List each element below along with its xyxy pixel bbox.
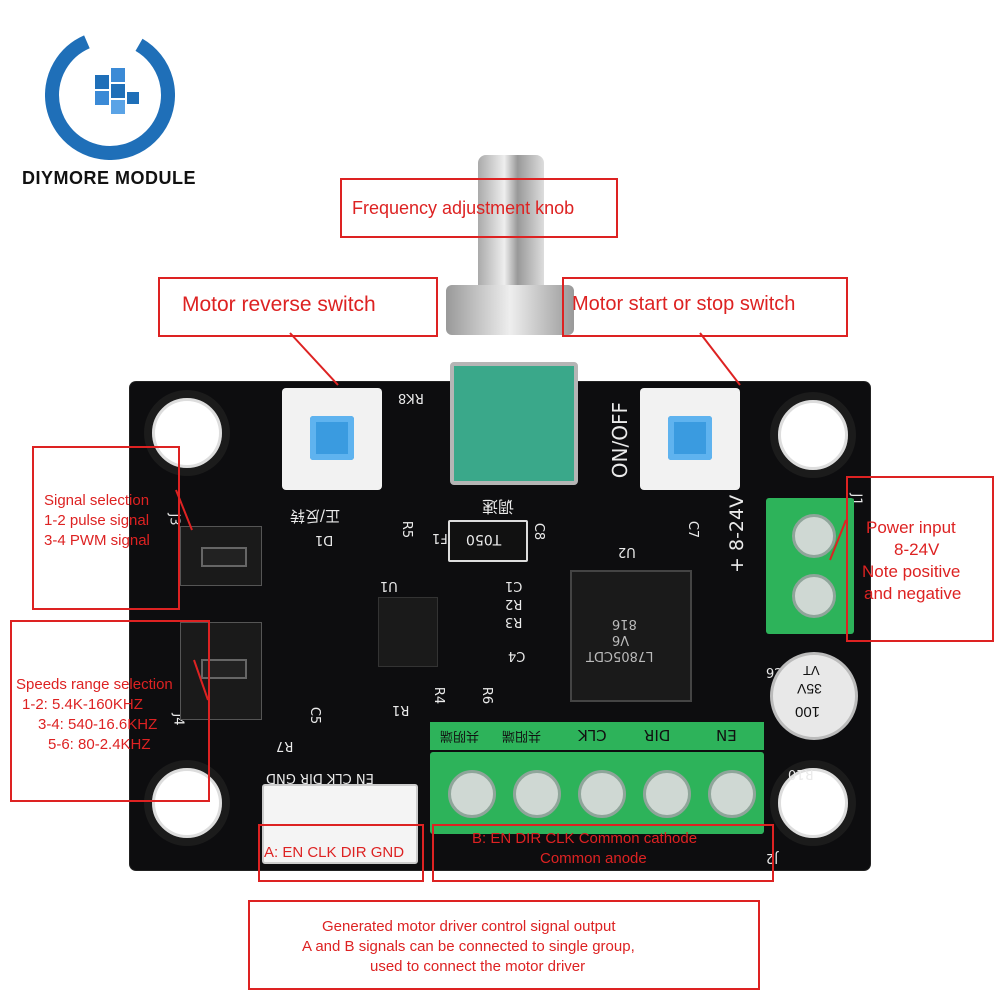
callout-power-input: Power input 8-24V Note positive and nega…: [846, 476, 994, 642]
callout-frequency-knob-text: Frequency adjustment knob: [352, 198, 575, 218]
callout-output-note: Generated motor driver control signal ou…: [248, 900, 760, 990]
reverse-switch-cap: [310, 416, 354, 460]
speed-range-opt1: 1-2: 5.4K-160KHZ: [22, 696, 143, 713]
voltage-regulator: L7805CDT V6 816: [570, 570, 692, 702]
signal-selection-opt2: 3-4 PWM signal: [44, 532, 150, 549]
terminal-label-strip: 共阴端 共阳端 CLK DIR EN: [430, 722, 764, 750]
output-note-line3: used to connect the motor driver: [370, 958, 586, 975]
output-note-line1: Generated motor driver control signal ou…: [322, 918, 616, 935]
electrolytic-capacitor: VT 35V 100: [770, 652, 858, 740]
power-input-line1: Power input: [866, 518, 956, 537]
mount-hole-tr: [770, 392, 856, 478]
jumper-j4-cap[interactable]: [201, 659, 247, 679]
callout-frequency-knob: Frequency adjustment knob: [340, 178, 618, 238]
fuse: T050: [448, 520, 528, 562]
connector-b-line2: Common anode: [540, 850, 647, 867]
start-stop-switch[interactable]: [640, 388, 740, 490]
jumper-j3: [180, 526, 262, 586]
jumper-j3-cap[interactable]: [201, 547, 247, 567]
output-terminal: [430, 752, 764, 834]
mount-hole-bl: [144, 760, 230, 846]
signal-selection-title: Signal selection: [44, 492, 150, 509]
power-input-line2: 8-24V: [894, 540, 940, 559]
callout-reverse-switch-text: Motor reverse switch: [182, 293, 376, 316]
brand-logo: [45, 30, 175, 160]
callout-start-stop-switch: Motor start or stop switch: [562, 277, 848, 337]
power-screw-2[interactable]: [792, 574, 836, 618]
callout-connector-b: B: EN DIR CLK Common cathode Common anod…: [432, 824, 774, 882]
potentiometer-body: [450, 362, 578, 485]
pointer-speed: [193, 659, 209, 701]
callout-reverse-switch: Motor reverse switch: [158, 277, 438, 337]
power-screw-1[interactable]: [792, 514, 836, 558]
speed-range-opt2: 3-4: 540-16.6KHZ: [38, 716, 158, 733]
output-note-line2: A and B signals can be connected to sing…: [302, 938, 635, 955]
ic-u1: [378, 597, 438, 667]
pointer-start-stop: [699, 332, 741, 386]
speed-range-opt3: 5-6: 80-2.4KHZ: [48, 736, 151, 753]
brand-logo-icon: [45, 30, 175, 160]
callout-connector-a: A: EN CLK DIR GND: [258, 824, 424, 882]
pcb-board: RK8 ON/OFF 调速 正/反转 D1 R5 F1 C8 U2 C7 + 8…: [130, 362, 870, 870]
power-terminal: [766, 498, 854, 634]
brand-name: DIYMORE MODULE: [22, 168, 197, 188]
power-input-line3: Note positive: [862, 562, 961, 581]
speed-range-title: Speeds range selection: [16, 676, 173, 693]
callout-speed-range: Speeds range selection 1-2: 5.4K-160KHZ …: [10, 620, 210, 802]
reverse-switch[interactable]: [282, 388, 382, 490]
mount-hole-br: [770, 760, 856, 846]
pointer-reverse: [289, 332, 339, 386]
callout-start-stop-switch-text: Motor start or stop switch: [572, 293, 796, 315]
terminal-screw-3[interactable]: [578, 770, 626, 818]
signal-selection-opt1: 1-2 pulse signal: [44, 512, 150, 529]
connector-b-line1: B: EN DIR CLK Common cathode: [472, 830, 698, 847]
knob-nut: [446, 285, 574, 335]
terminal-screw-2[interactable]: [513, 770, 561, 818]
start-stop-switch-cap: [668, 416, 712, 460]
pointer-signal: [175, 489, 193, 531]
terminal-screw-1[interactable]: [448, 770, 496, 818]
pointer-power: [829, 519, 847, 561]
terminal-screw-4[interactable]: [643, 770, 691, 818]
knob-shaft[interactable]: [478, 155, 544, 285]
connector-a-text: A: EN CLK DIR GND: [264, 844, 405, 861]
callout-signal-selection: Signal selection 1-2 pulse signal 3-4 PW…: [32, 446, 180, 610]
mount-hole-tl: [144, 390, 230, 476]
jumper-j4: [180, 622, 262, 720]
terminal-screw-5[interactable]: [708, 770, 756, 818]
power-input-line4: and negative: [864, 584, 962, 603]
